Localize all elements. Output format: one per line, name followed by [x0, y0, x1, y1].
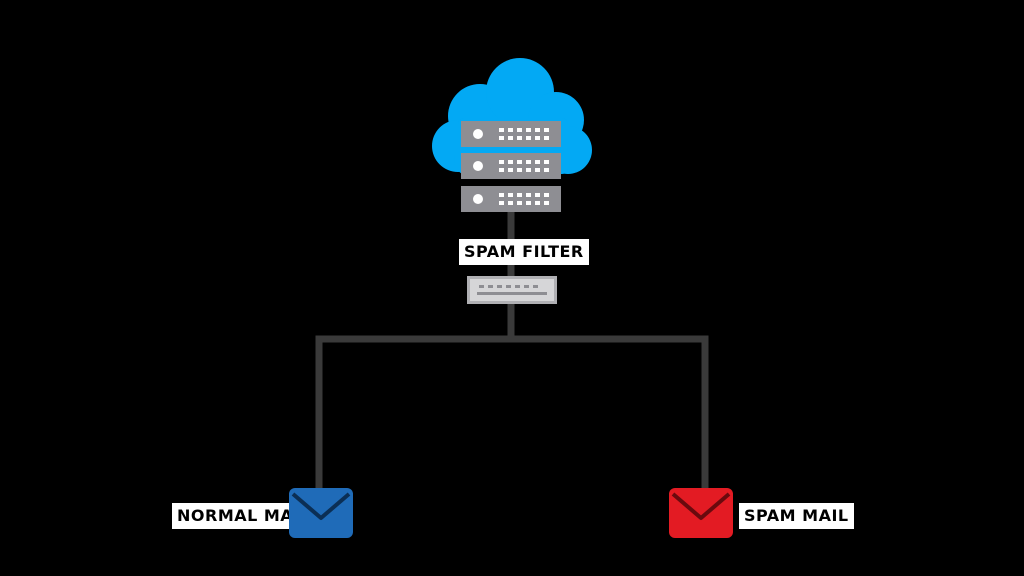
wire-branch	[315, 335, 709, 505]
normal-mail-envelope-icon	[289, 488, 353, 538]
server-unit	[461, 121, 561, 147]
spam-filter-label: SPAM FILTER	[459, 239, 589, 265]
spam-mail-label: SPAM MAIL	[739, 503, 854, 529]
filter-device-icon	[467, 276, 557, 304]
server-unit	[461, 153, 561, 179]
server-rack-icon	[461, 121, 561, 212]
spam-mail-envelope-icon	[669, 488, 733, 538]
server-unit	[461, 186, 561, 212]
